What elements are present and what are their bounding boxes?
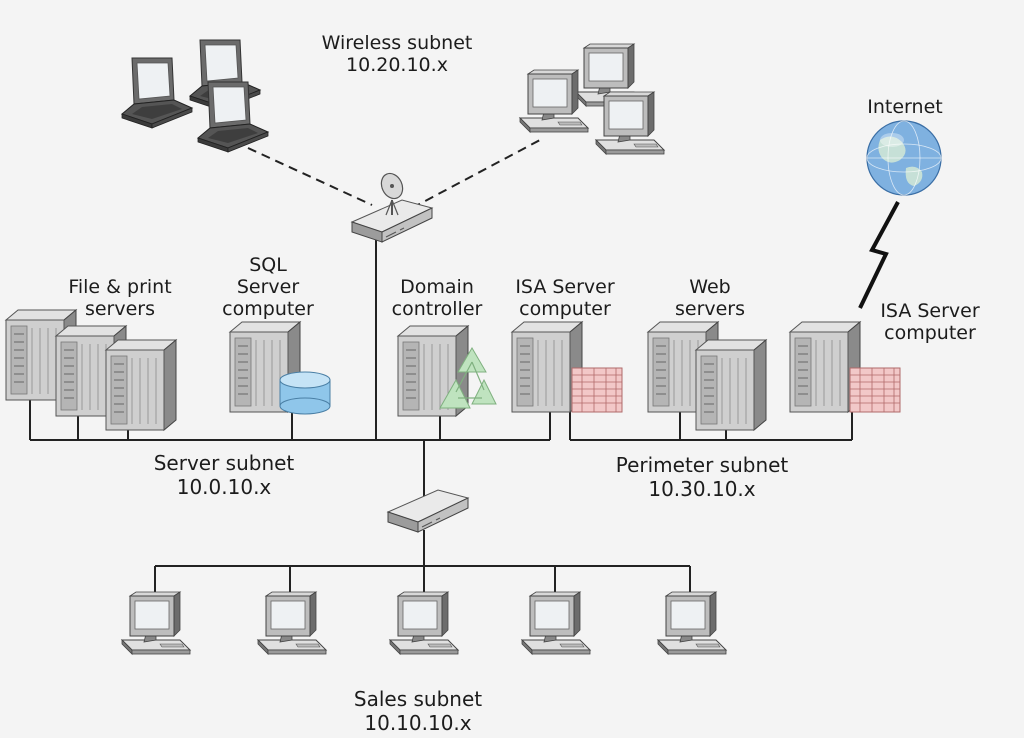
server-subnet-label: Server subnet 10.0.10.x: [154, 451, 295, 499]
sql-server-line3: computer: [222, 298, 314, 320]
sql-server-line1: SQL: [249, 254, 287, 276]
server-subnet-address: 10.0.10.x: [176, 475, 272, 499]
database-icon: [279, 371, 331, 415]
sales-subnet-label: Sales subnet 10.10.10.x: [354, 687, 482, 735]
sales-subnet-name: Sales subnet: [353, 687, 483, 711]
perimeter-subnet-label: Perimeter subnet 10.30.10.x: [616, 453, 789, 501]
wireless-link-laptops: [247, 147, 373, 206]
wireless-subnet-name: Wireless subnet: [321, 32, 473, 54]
domain-controller-line2: controller: [391, 298, 483, 320]
sql-server-label: SQL Server computer: [222, 254, 314, 320]
web-servers-label: Web servers: [675, 276, 745, 320]
web-servers-line2: servers: [674, 298, 746, 320]
wireless-subnet-address: 10.20.10.x: [346, 54, 448, 76]
domain-controller-icon: [439, 347, 497, 409]
server-tower-icon: [105, 339, 177, 431]
firewall-icon: [849, 367, 901, 413]
desktop-computer-icon: [595, 91, 665, 155]
wireless-access-point-icon: [351, 172, 433, 243]
perimeter-subnet-address: 10.30.10.x: [648, 477, 756, 501]
wireless-subnet-label: Wireless subnet 10.20.10.x: [322, 32, 473, 76]
wan-link-icon: [858, 201, 900, 309]
firewall-icon: [571, 367, 623, 413]
router-icon: [387, 489, 469, 533]
server-subnet-name: Server subnet: [153, 451, 295, 475]
desktop-computer-icon: [519, 69, 589, 133]
isa-server-inner-label: ISA Server computer: [515, 276, 614, 320]
laptop-icon: [121, 57, 193, 129]
internet-label: Internet: [867, 96, 942, 118]
sql-server-line2: Server: [236, 276, 300, 298]
desktop-computer-icon: [521, 591, 591, 655]
isa-server-edge-label: ISA Server computer: [880, 300, 979, 344]
file-print-line1: File & print: [68, 276, 172, 298]
file-print-line2: servers: [84, 298, 156, 320]
server-tower-icon: [695, 339, 767, 431]
file-print-servers-label: File & print servers: [68, 276, 171, 320]
isa-server-inner-line2: computer: [519, 298, 611, 320]
wireless-link-desktops: [411, 139, 541, 209]
desktop-computer-icon: [257, 591, 327, 655]
desktop-computer-icon: [657, 591, 727, 655]
sales-subnet-address: 10.10.10.x: [364, 711, 472, 735]
domain-controller-line1: Domain: [400, 276, 474, 298]
internet-globe-icon: [866, 120, 942, 196]
desktop-computer-icon: [121, 591, 191, 655]
isa-server-edge-line2: computer: [884, 322, 976, 344]
desktop-computer-icon: [389, 591, 459, 655]
perimeter-subnet-name: Perimeter subnet: [615, 453, 789, 477]
web-servers-line1: Web: [689, 276, 731, 298]
internet-label-text: Internet: [867, 96, 943, 118]
isa-server-edge-line1: ISA Server: [880, 300, 980, 322]
domain-controller-label: Domain controller: [392, 276, 483, 320]
isa-server-inner-line1: ISA Server: [515, 276, 615, 298]
